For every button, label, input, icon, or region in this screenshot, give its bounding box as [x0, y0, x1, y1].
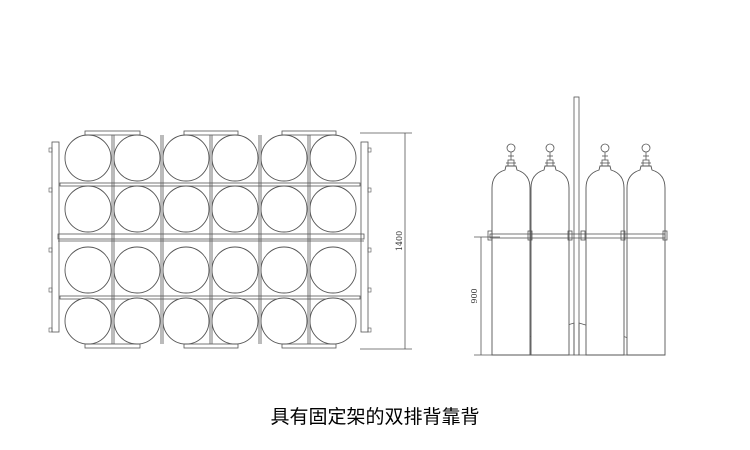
side-view-cylinder-stand	[487, 96, 668, 356]
cylinder-top-view	[260, 297, 308, 345]
left-frame-knob-0	[48, 147, 53, 153]
cylinder-top-view	[260, 185, 308, 233]
left-frame-knob-1	[48, 187, 53, 193]
right-frame-knob-1	[367, 187, 372, 193]
cylinder-top-view	[309, 246, 357, 294]
cylinder-side-view	[626, 165, 666, 356]
bottom-bracket-2	[281, 343, 337, 349]
strap-clip-4	[620, 230, 626, 241]
figure-caption: 具有固定架的双排背靠背	[270, 406, 480, 428]
strap-clip-0	[487, 230, 493, 241]
bottom-bracket-1	[183, 343, 239, 349]
right-frame-knob-0	[367, 147, 372, 153]
top-bracket-1	[183, 130, 239, 136]
top-bracket-0	[84, 130, 141, 136]
cylinder-top-view	[260, 134, 308, 182]
cylinder-top-view	[309, 134, 357, 182]
cylinder-top-view	[113, 297, 161, 345]
cylinder-top-view	[64, 134, 112, 182]
right-frame-knob-2	[367, 247, 372, 253]
strap-clip-2	[567, 230, 573, 241]
cylinder-top-view	[162, 185, 210, 233]
cylinder-top-view	[211, 134, 259, 182]
strap-clip-3	[580, 230, 586, 241]
retaining-strap	[489, 233, 666, 239]
cylinder-top-view	[64, 246, 112, 294]
strap-clip-5	[662, 230, 668, 241]
cylinder-top-view	[64, 297, 112, 345]
side-dimension-label: 900	[470, 288, 479, 303]
center-backboard	[573, 96, 580, 356]
right-side-frame	[360, 141, 369, 333]
right-frame-knob-3	[367, 287, 372, 293]
cylinder-side-view	[530, 165, 570, 356]
cylinder-top-view	[260, 246, 308, 294]
left-frame-knob-2	[48, 247, 53, 253]
cylinder-top-view	[211, 246, 259, 294]
plan-view-cylinder-rack	[48, 130, 372, 349]
cylinder-top-view	[113, 134, 161, 182]
cylinder-side-view	[491, 165, 531, 356]
cylinder-top-view	[211, 185, 259, 233]
right-frame-knob-4	[367, 327, 372, 333]
cylinder-top-view	[113, 246, 161, 294]
cylinder-top-view	[309, 185, 357, 233]
cylinder-top-view	[162, 246, 210, 294]
pressure-gauge	[506, 143, 516, 153]
side-height-dimension: 900	[470, 236, 500, 356]
strap-clip-1	[527, 230, 533, 241]
plan-height-dimension: 1400	[360, 132, 412, 350]
top-bracket-2	[281, 130, 337, 136]
cylinder-top-view	[309, 297, 357, 345]
cylinder-top-view	[162, 297, 210, 345]
cylinder-top-view	[162, 134, 210, 182]
cylinder-top-view	[211, 297, 259, 345]
bottom-bracket-0	[84, 343, 141, 349]
cylinder-top-view	[113, 185, 161, 233]
left-frame-knob-3	[48, 287, 53, 293]
cylinder-side-view	[585, 165, 625, 356]
cylinder-top-view	[64, 185, 112, 233]
center-divider-rail	[57, 233, 365, 240]
left-frame-knob-4	[48, 327, 53, 333]
pressure-gauge	[545, 143, 555, 153]
pressure-gauge	[641, 143, 651, 153]
pressure-gauge	[600, 143, 610, 153]
plan-dimension-label: 1400	[395, 231, 404, 251]
left-side-frame	[51, 141, 60, 333]
